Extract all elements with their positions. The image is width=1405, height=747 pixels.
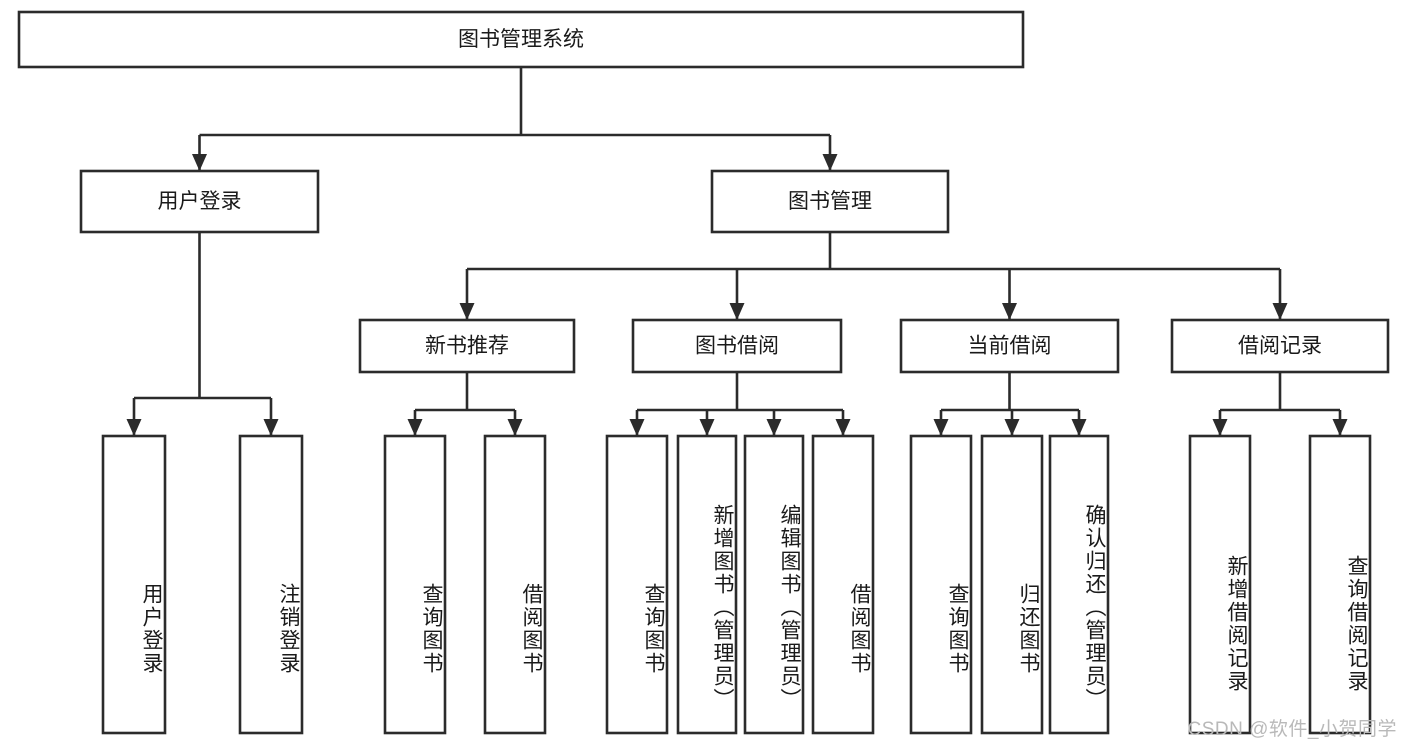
leaf-node-box-8[interactable] xyxy=(909,434,973,735)
level1-node-label: 图书管理 xyxy=(788,190,872,213)
leaf-arrow-11 xyxy=(1212,419,1228,436)
leaf-node-box-7[interactable] xyxy=(811,434,875,735)
leaf-arrow-5 xyxy=(699,419,715,436)
leaf-arrow-6 xyxy=(766,419,782,436)
level2-node-box[interactable] xyxy=(1170,318,1390,374)
level2-node-label: 借阅记录 xyxy=(1238,335,1322,358)
leaf-arrow-9 xyxy=(1004,419,1020,436)
level2-node-box[interactable] xyxy=(631,318,843,374)
leaf-arrow-7 xyxy=(835,419,851,436)
level1-node-box[interactable] xyxy=(79,169,320,234)
leaf-arrow-12 xyxy=(1332,419,1348,436)
level2-arrow-3 xyxy=(1272,303,1288,320)
leaf-node-box-9[interactable] xyxy=(980,434,1044,735)
leaf-arrow-8 xyxy=(933,419,949,436)
level2-node-0[interactable]: 新书推荐 xyxy=(358,318,576,374)
leaf-node-box-2[interactable] xyxy=(383,434,447,735)
level2-arrow-0 xyxy=(459,303,475,320)
leaf-arrow-0 xyxy=(126,419,142,436)
watermark-text: CSDN @软件_小贺同学 xyxy=(1187,719,1397,740)
level1-node-box[interactable] xyxy=(710,169,950,234)
level1-node-0[interactable]: 用户登录 xyxy=(79,169,320,234)
leaf-arrow-3 xyxy=(507,419,523,436)
level1-node-1[interactable]: 图书管理 xyxy=(710,169,950,234)
level2-node-label: 当前借阅 xyxy=(968,335,1052,358)
level2-node-box[interactable] xyxy=(358,318,576,374)
level2-node-2[interactable]: 当前借阅 xyxy=(899,318,1120,374)
leaf-node-box-0[interactable] xyxy=(101,434,167,735)
level2-arrow-1 xyxy=(729,303,745,320)
root-node-label: 图书管理系统 xyxy=(458,28,584,51)
level1-arrow-0 xyxy=(192,154,207,171)
leaf-node-box-10[interactable] xyxy=(1048,434,1110,735)
level2-arrow-2 xyxy=(1002,303,1017,320)
leaf-arrow-4 xyxy=(629,419,645,436)
leaf-arrow-1 xyxy=(263,419,279,436)
level2-node-label: 图书借阅 xyxy=(695,335,779,358)
edge-layer xyxy=(126,67,1348,436)
level1-arrow-1 xyxy=(822,154,838,171)
leaf-node-box-6[interactable] xyxy=(743,434,805,735)
leaf-node-box-12[interactable] xyxy=(1308,434,1372,735)
leaf-node-box-3[interactable] xyxy=(483,434,547,735)
leaf-arrow-2 xyxy=(407,419,423,436)
level2-node-3[interactable]: 借阅记录 xyxy=(1170,318,1390,374)
leaf-node-box-1[interactable] xyxy=(238,434,304,735)
leaf-node-box-4[interactable] xyxy=(605,434,669,735)
root-node-root[interactable]: 图书管理系统 xyxy=(17,10,1025,69)
leaf-node-box-5[interactable] xyxy=(676,434,738,735)
leaf-node-box-11[interactable] xyxy=(1188,434,1252,735)
level2-node-1[interactable]: 图书借阅 xyxy=(631,318,843,374)
level2-node-box[interactable] xyxy=(899,318,1120,374)
root-node-box[interactable] xyxy=(17,10,1025,69)
level2-node-label: 新书推荐 xyxy=(425,335,509,358)
level1-node-label: 用户登录 xyxy=(158,190,242,213)
leaf-arrow-10 xyxy=(1071,419,1087,436)
